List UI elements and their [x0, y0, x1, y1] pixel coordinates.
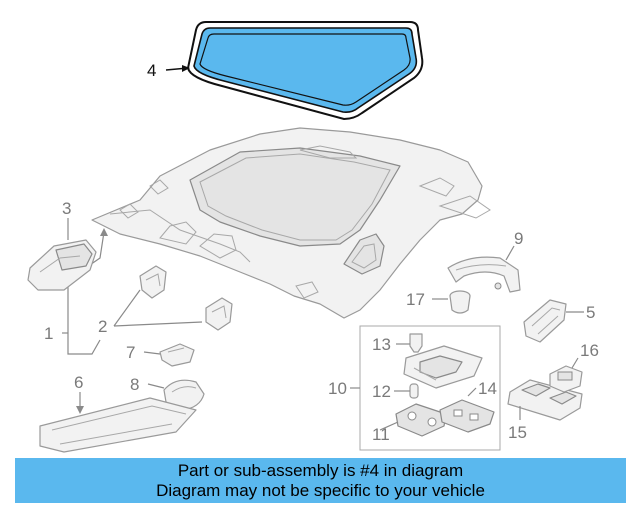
part-9-grab-handle[interactable] [447, 256, 521, 293]
part-12-bulb[interactable] [409, 383, 419, 399]
callout-4: 4 [147, 61, 156, 80]
callout-8: 8 [130, 375, 139, 394]
callout-14: 14 [478, 379, 497, 398]
banner-line-1: Part or sub-assembly is #4 in diagram [177, 461, 464, 480]
leader-7 [143, 351, 161, 355]
callout-3: 3 [62, 199, 71, 218]
callout-5: 5 [586, 303, 595, 322]
part-10-dome-lamp-housing[interactable] [403, 345, 483, 389]
callout-13: 13 [372, 335, 391, 354]
leader-2-lower [113, 321, 203, 327]
leader-8 [147, 383, 165, 389]
callout-16: 16 [580, 341, 599, 360]
part-13-bulb[interactable] [409, 333, 423, 353]
part-4-sunroof-seal[interactable] [186, 21, 424, 121]
part-1-headliner[interactable] [91, 127, 491, 319]
info-banner: Part or sub-assembly is #4 in diagram Di… [15, 458, 626, 503]
leader-6-arrow [76, 406, 84, 414]
part-14-lens[interactable] [439, 399, 495, 433]
part-17-plug[interactable] [449, 290, 471, 314]
part-3-console-cover[interactable] [27, 239, 97, 291]
part-2-clip-upper[interactable] [139, 265, 167, 299]
callout-17: 17 [406, 290, 425, 309]
part-2-clip-lower[interactable] [205, 297, 233, 331]
part-6-sun-visor[interactable] [39, 397, 197, 453]
part-8-lamp-lens[interactable] [163, 379, 205, 411]
callout-15: 15 [508, 423, 527, 442]
callout-1: 1 [44, 324, 53, 343]
part-16-switch[interactable] [549, 365, 583, 393]
leader-11 [379, 421, 399, 431]
leader-9 [505, 245, 515, 261]
part-11-lens[interactable] [395, 403, 447, 437]
leader-1-bracket-a [67, 280, 101, 355]
callout-10: 10 [328, 379, 347, 398]
leader-14 [467, 387, 477, 397]
leader-4-arrow [182, 65, 190, 72]
callout-12: 12 [372, 382, 391, 401]
part-7-coat-hook[interactable] [159, 343, 195, 367]
callout-6: 6 [74, 373, 83, 392]
part-5-bracket[interactable] [523, 299, 567, 343]
callout-11: 11 [372, 425, 390, 444]
banner-line-2: Diagram may not be specific to your vehi… [156, 481, 485, 500]
callout-9: 9 [514, 229, 523, 248]
leader-16 [571, 357, 579, 369]
callout-7: 7 [126, 343, 135, 362]
leader-2-upper [113, 289, 141, 327]
callout-2: 2 [98, 317, 107, 336]
leader-1-arrow [100, 228, 108, 236]
